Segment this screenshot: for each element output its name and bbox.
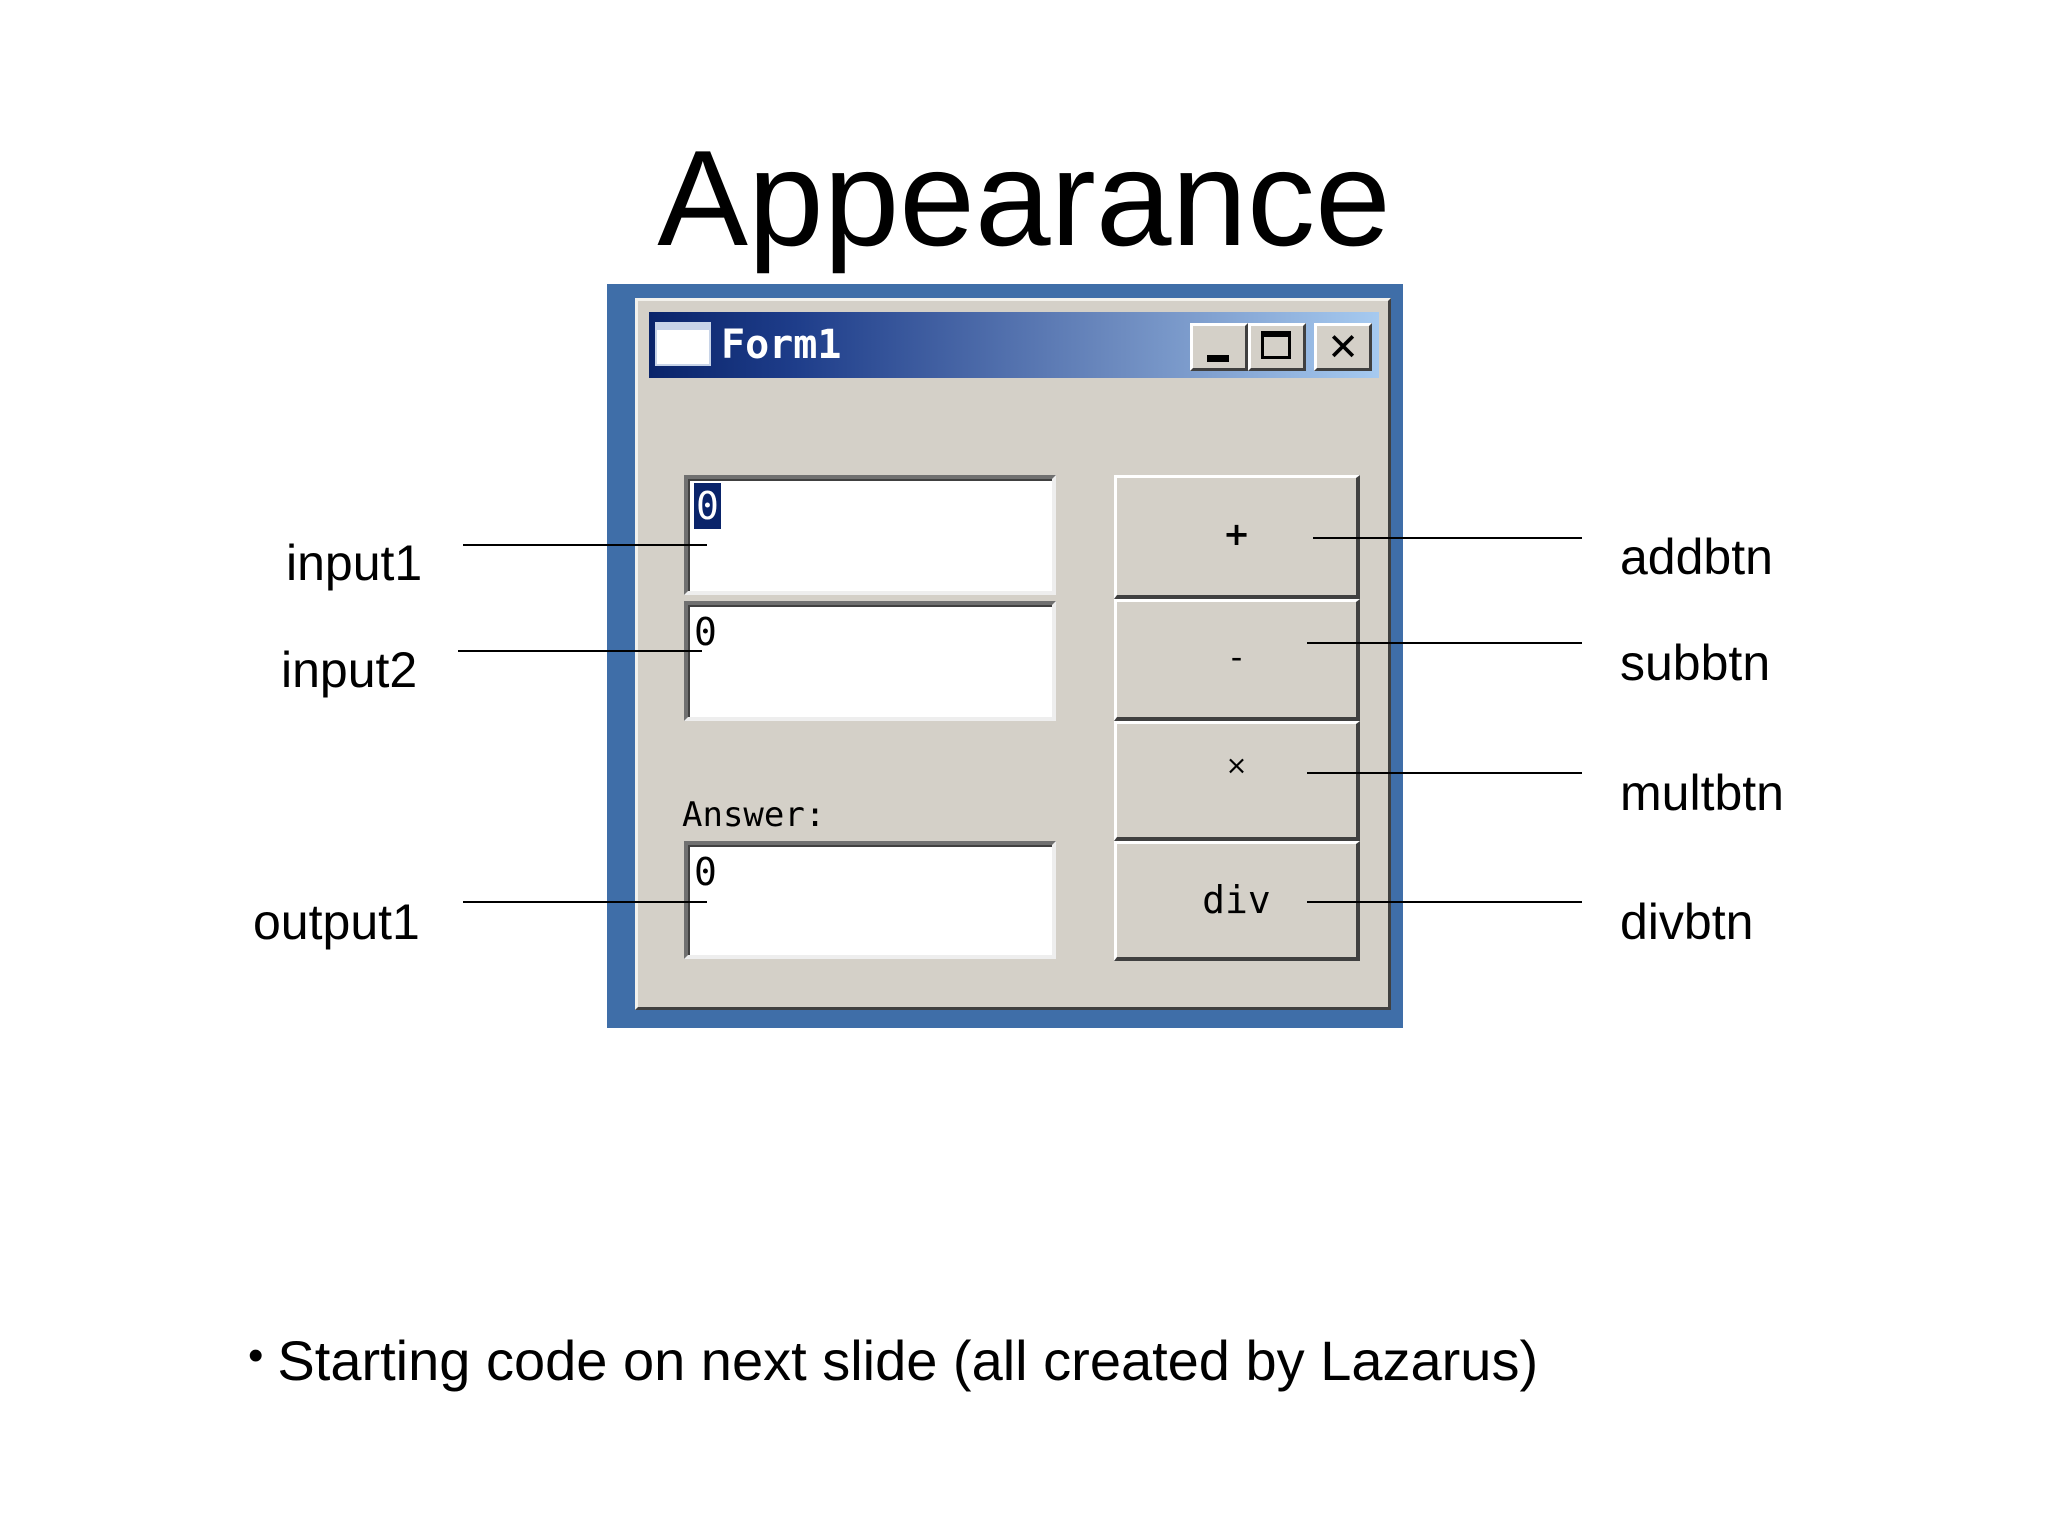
bullet-text: Starting code on next slide (all created… <box>277 1329 1539 1392</box>
leader-line-input2 <box>458 650 702 652</box>
callout-output1: output1 <box>253 894 420 950</box>
callout-input2: input2 <box>281 642 418 698</box>
slide-title: Appearance <box>657 122 1391 274</box>
minimize-icon <box>1207 355 1229 362</box>
form1-frame: Form1 ✕ 0 0 Answer: 0 + - × div <box>635 298 1391 1010</box>
maximize-button[interactable] <box>1248 323 1306 371</box>
form1-window: Form1 ✕ 0 0 Answer: 0 + - × div <box>607 284 1403 1028</box>
app-window-icon <box>655 322 711 366</box>
output1-value: 0 <box>694 850 717 894</box>
callout-divbtn: divbtn <box>1620 894 1754 950</box>
callout-input1: input1 <box>286 535 423 591</box>
multiply-button[interactable]: × <box>1114 721 1360 841</box>
leader-line-output1 <box>463 901 707 903</box>
close-button[interactable]: ✕ <box>1314 323 1372 371</box>
answer-label: Answer: <box>682 795 826 835</box>
leader-line-divbtn <box>1307 901 1582 903</box>
leader-line-subbtn <box>1307 642 1582 644</box>
minimize-button[interactable] <box>1190 323 1248 371</box>
input1-field[interactable]: 0 <box>684 475 1056 595</box>
close-icon: ✕ <box>1327 325 1359 369</box>
leader-line-input1 <box>463 544 707 546</box>
maximize-icon <box>1261 331 1291 359</box>
callout-addbtn: addbtn <box>1620 529 1773 585</box>
bullet-symbol: • <box>248 1331 264 1380</box>
leader-line-addbtn <box>1313 537 1582 539</box>
output1-field[interactable]: 0 <box>684 841 1056 959</box>
leader-line-multbtn <box>1307 772 1582 774</box>
subtract-button[interactable]: - <box>1114 599 1360 721</box>
bullet-item: • Starting code on next slide (all create… <box>248 1323 1538 1394</box>
callout-subbtn: subbtn <box>1620 635 1771 691</box>
input2-field[interactable]: 0 <box>684 601 1056 721</box>
title-bar[interactable]: Form1 ✕ <box>649 312 1379 378</box>
input2-value: 0 <box>694 610 717 654</box>
callout-multbtn: multbtn <box>1620 765 1784 821</box>
window-title: Form1 <box>721 322 842 368</box>
input1-value: 0 <box>694 483 721 529</box>
